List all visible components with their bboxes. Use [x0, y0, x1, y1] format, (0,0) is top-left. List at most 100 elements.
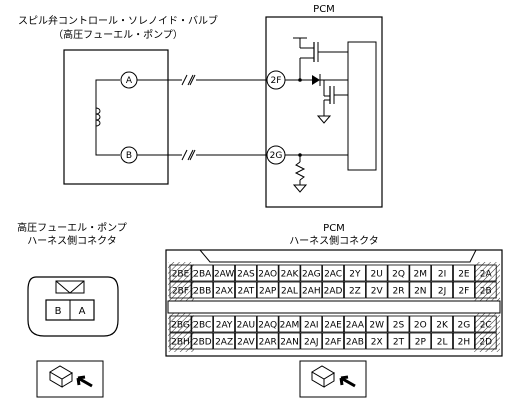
pcm-pin-cell — [191, 332, 214, 350]
pcm-pin-label: 2I — [438, 270, 446, 280]
pcm-pin-cell — [191, 281, 214, 299]
pcm-pin-label: 2BB — [193, 287, 211, 297]
pcm-pin-cell — [169, 281, 192, 299]
pcm-pin-label: 2AM — [280, 321, 300, 331]
coil-wire — [95, 79, 120, 156]
pcm-connector-top-lip — [199, 249, 477, 263]
pcm-pin-label: 2AK — [281, 270, 300, 280]
pcm-pin-label: 2X — [371, 338, 383, 348]
pcm-pin-label: 2F — [458, 287, 469, 297]
pcm-pin-label: 2AS — [237, 270, 255, 280]
device-title-line1: スピル弁コントロール・ソレノイド・バルブ — [18, 14, 218, 27]
pcm-pin-label: 2AH — [302, 287, 321, 297]
pcm-pin-cell — [213, 315, 236, 333]
pcm-pin-cell — [213, 281, 236, 299]
pcm-pin-label: 2AP — [259, 287, 277, 297]
pcm-pin-cell — [365, 332, 388, 350]
pcm-pin-cell — [343, 332, 366, 350]
pcm-pin-cell — [322, 264, 345, 282]
pcm-pin-label: 2AQ — [258, 321, 277, 331]
pcm-pin-label: 2M — [414, 270, 428, 280]
pcm-pin-label: 2U — [371, 270, 383, 280]
connector-view-icon — [311, 365, 335, 388]
pcm-pin-label: 2Z — [349, 287, 361, 297]
ground-icon — [292, 184, 308, 193]
pcm-pin-cell — [474, 281, 497, 299]
pcm-pin-label: 2O — [414, 321, 427, 331]
pcm-pin-cell — [452, 264, 475, 282]
pcm-pin-cell — [452, 315, 475, 333]
pcm-pin-label: 2AI — [304, 321, 319, 331]
arrow-icon — [339, 375, 356, 388]
pcm-pin-label: 2BG — [171, 321, 190, 331]
pcm-pin-cell — [409, 332, 432, 350]
pcm-pin-label: 2H — [458, 338, 471, 348]
control-block — [347, 41, 377, 171]
left-pin-a: A — [79, 306, 86, 317]
pcm-pin-cell — [387, 264, 410, 282]
terminal-a-label: A — [126, 76, 133, 86]
pcm-pin-cell — [278, 281, 301, 299]
pcm-connector-title-line1: PCM — [323, 223, 345, 234]
pcm-connector-body — [165, 249, 503, 357]
pcm-title: PCM — [313, 4, 335, 15]
pcm-pin-cell — [256, 264, 279, 282]
pcm-pin-cell — [169, 264, 192, 282]
pcm-pin-label: 2AL — [281, 287, 298, 297]
pcm-pin-cell — [213, 332, 236, 350]
pcm-pin-label: 2AW — [214, 270, 234, 280]
pcm-pin-label: 2AN — [280, 338, 299, 348]
pcm-pin-label: 2AV — [237, 338, 255, 348]
pcm-pin-cell — [300, 264, 323, 282]
left-pin-b: B — [55, 306, 62, 317]
pcm-pin-cell — [474, 315, 497, 333]
pcm-pin-cell — [322, 281, 345, 299]
hatch-right-top — [474, 262, 500, 301]
pcm-pin-cell — [278, 315, 301, 333]
pcm-pin-cell — [322, 332, 345, 350]
pcm-pin-label: 2AT — [238, 287, 255, 297]
pcm-pin-label: 2S — [393, 321, 405, 331]
pcm-pin-cell — [474, 332, 497, 350]
ground-icon — [316, 115, 332, 124]
pcm-pin-label: 2BF — [172, 287, 189, 297]
pcm-pin-label: 2K — [436, 321, 449, 331]
pcm-pin-label: 2G — [458, 321, 471, 331]
pcm-pin-label: 2BD — [193, 338, 212, 348]
coil-icon — [95, 107, 101, 127]
left-connector-title-line1: 高圧フューエル・ポンプ — [17, 221, 127, 234]
twist-marks-a — [181, 74, 196, 86]
pcm-pin-cell — [409, 264, 432, 282]
hatch-left-top — [168, 262, 194, 301]
pcm-pin-cell — [300, 281, 323, 299]
pcm-connector-divider — [167, 300, 501, 314]
latch-mark — [55, 280, 85, 294]
pcm-pin-cell — [387, 315, 410, 333]
pcm-terminal-2g-label: 2G — [270, 151, 283, 161]
arrow-icon — [76, 375, 93, 388]
pcm-pin-cell — [474, 264, 497, 282]
pcm-pin-label: 2AF — [325, 338, 342, 348]
pcm-pin-cell — [191, 264, 214, 282]
pcm-pin-label: 2AC — [324, 270, 342, 280]
solenoid-box — [63, 49, 169, 185]
pcm-pin-cell — [169, 332, 192, 350]
pcm-pin-cell — [234, 315, 257, 333]
pcm-pin-cell — [169, 315, 192, 333]
pcm-pin-cell — [431, 281, 454, 299]
view-direction-box — [299, 360, 367, 398]
pcm-pin-cell — [365, 315, 388, 333]
terminal-b-label: B — [126, 151, 132, 161]
pcm-pin-cell — [213, 264, 236, 282]
pcm-pin-cell — [300, 332, 323, 350]
pcm-pin-label: 2AE — [324, 321, 342, 331]
pcm-pin-label: 2BC — [193, 321, 211, 331]
pcm-pin-cell — [409, 315, 432, 333]
pcm-connector-title-line2: ハーネス側コネクタ — [289, 234, 379, 247]
pcm-pin-label: 2P — [415, 338, 427, 348]
pcm-pin-label: 2C — [480, 321, 492, 331]
pcm-pin-label: 2AY — [216, 321, 233, 331]
pcm-pin-label: 2Q — [392, 270, 405, 280]
pcm-pin-cell — [256, 315, 279, 333]
